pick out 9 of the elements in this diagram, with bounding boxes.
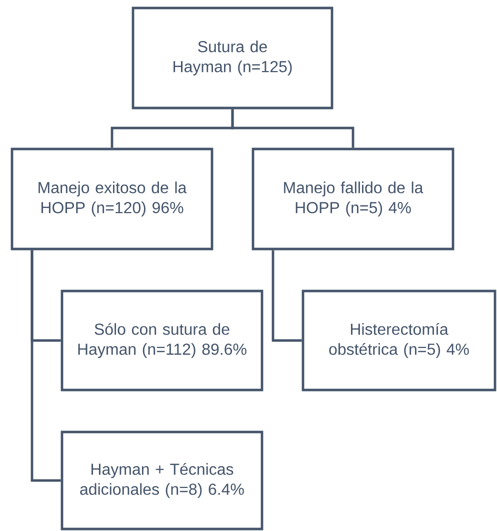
process-box: Manejo exitoso de la HOPP (n=120) 96% <box>10 148 214 250</box>
process-box: Sutura de Hayman (n=125) <box>132 6 334 110</box>
process-box: Manejo fallido de la HOPP (n=5) 4% <box>252 148 454 250</box>
process-box: Hayman + Técnicas adicionales (n=8) 6.4% <box>60 430 264 530</box>
connector-line <box>30 250 61 482</box>
process-box: Histerectomía obstétrica (n=5) 4% <box>302 290 496 392</box>
connector-line <box>272 250 302 342</box>
process-box: Sólo con sutura de Hayman (n=112) 89.6% <box>60 290 264 392</box>
connector-line <box>231 109 354 148</box>
